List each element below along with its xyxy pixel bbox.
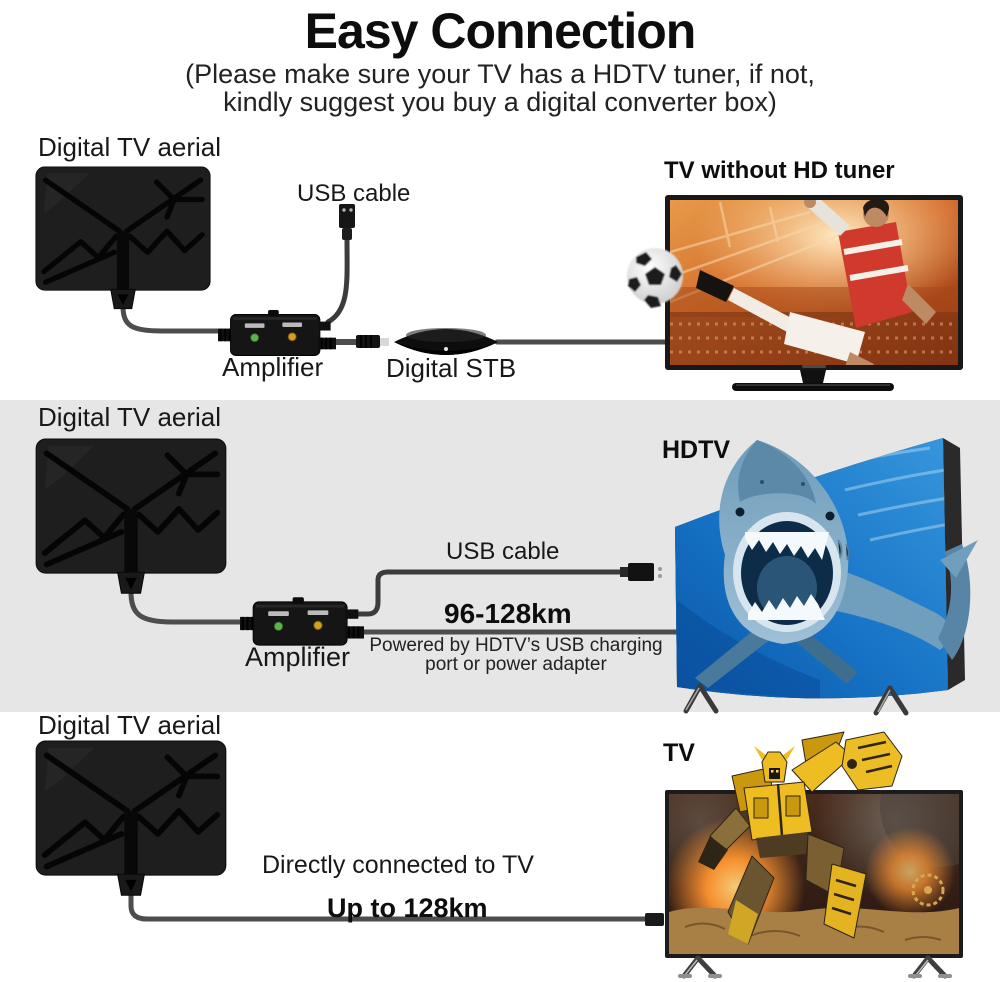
plug-connector-graphic: [356, 335, 389, 348]
tv3-graphic: [665, 731, 963, 979]
aerial-label-3: Digital TV aerial: [38, 710, 222, 740]
power-note: Powered by HDTV’s USB charging port or p…: [362, 636, 670, 674]
tv2-graphic: [675, 438, 978, 716]
range-text-2: 96-128km: [444, 598, 572, 629]
soccer-player-figure: [696, 200, 936, 365]
aerial-label-2: Digital TV aerial: [38, 402, 222, 432]
cable-end-plug: [645, 913, 664, 926]
tv2-heading: HDTV: [662, 436, 731, 464]
digital-tv-aerial-graphic-1: [35, 166, 211, 314]
page-title: Easy Connection: [304, 3, 697, 59]
usb-connector-icon-2: [620, 563, 662, 581]
stb-label: Digital STB: [386, 353, 517, 383]
range-text-3: Up to 128km: [327, 893, 488, 923]
tv3-heading: TV: [663, 739, 695, 767]
amplifier-label-2: Amplifier: [245, 642, 351, 672]
tv1-graphic: [665, 195, 963, 391]
amplifier-label-1: Amplifier: [222, 352, 324, 382]
aerial-label-1: Digital TV aerial: [38, 132, 222, 162]
shark-figure: [695, 440, 978, 688]
tv1-heading: TV without HD tuner: [664, 157, 895, 184]
power-note-line1: Powered by HDTV’s USB charging: [369, 635, 663, 656]
soccer-ball-graphic: [627, 248, 683, 308]
usb-connector-icon-1: [339, 204, 355, 240]
subtitle-line1: (Please make sure your TV has a HDTV tun…: [185, 59, 815, 89]
tv-brand-logo: [802, 365, 826, 368]
digital-tv-aerial-graphic-2: [35, 438, 227, 599]
power-note-line2: port or power adapter: [425, 654, 607, 675]
connection-text: Directly connected to TV: [262, 851, 534, 879]
digital-tv-aerial-graphic-3: [35, 740, 227, 901]
usb-cable-label-1: USB cable: [297, 180, 411, 207]
tv-stand-neck: [800, 370, 826, 383]
tv-legs: [681, 955, 948, 979]
stb-graphic: [394, 328, 498, 355]
robot-figure: [698, 731, 903, 945]
subtitle-line2: kindly suggest you buy a digital convert…: [223, 87, 777, 117]
usb-cable-label-2: USB cable: [446, 538, 560, 565]
